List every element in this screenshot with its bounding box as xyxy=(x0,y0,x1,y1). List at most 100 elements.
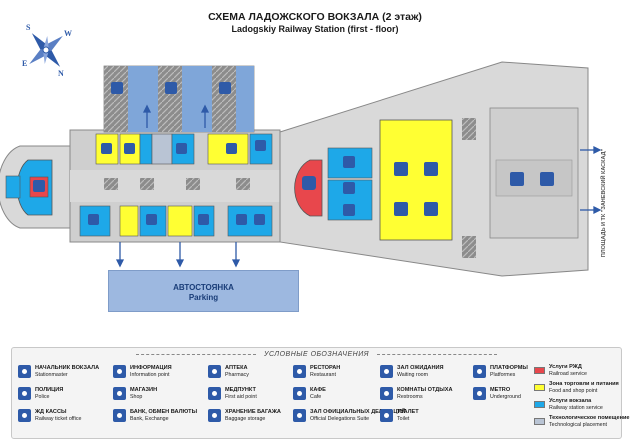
legend-item-label-en: Underground xyxy=(490,394,521,400)
platforms-icon xyxy=(473,365,486,378)
east-icon-1 xyxy=(343,156,355,168)
legend-item-label-ru: АПТЕКА xyxy=(225,365,248,371)
platforms-icon-3 xyxy=(219,82,231,94)
street-label: ПЛОЩАДЬ И ТК "ЗАНЕВСКИЙ КАСКАД" xyxy=(596,138,612,278)
zone-swatch xyxy=(534,418,545,425)
west-side-room xyxy=(5,175,21,199)
south-shop-1 xyxy=(119,205,139,237)
zone-label-en: Railroad service xyxy=(549,371,587,377)
legend-item-label-en: Toilet xyxy=(397,416,410,422)
south-shop-2 xyxy=(167,205,193,237)
parking-label-en: Parking xyxy=(188,293,219,302)
legend-item-label-en: Railway ticket office xyxy=(35,416,82,422)
legend-item-label-ru: МЕДПУНКТ xyxy=(225,387,256,393)
zone-swatch xyxy=(534,367,545,374)
compass-e: E xyxy=(22,59,27,68)
shop-icon xyxy=(113,387,126,400)
icon-s-4 xyxy=(236,214,247,225)
legend-item-label-ru: METRO xyxy=(490,387,511,393)
metro-icon-2 xyxy=(540,172,554,186)
metro-hall-inner xyxy=(495,159,573,197)
legend-item-label-ru: ЗАЛ ОЖИДАНИЯ xyxy=(397,365,444,371)
zone-label-ru: Зона торговли и питания xyxy=(549,381,619,387)
east-icon-2 xyxy=(343,182,355,194)
restaurant-icon xyxy=(293,365,306,378)
police-icon xyxy=(18,387,31,400)
legend-item-label-en: Restrooms xyxy=(397,394,423,400)
compass-w: W xyxy=(64,29,72,38)
legend-item-label-ru: ПОЛИЦИЯ xyxy=(35,387,64,393)
compass-s: S xyxy=(26,23,31,32)
bank-icon xyxy=(113,409,126,422)
west-info-icon xyxy=(33,180,45,192)
east-stair-1 xyxy=(462,118,476,140)
east-info-icon xyxy=(302,176,316,190)
stair-north-2 xyxy=(186,178,200,190)
waiting-room-icon xyxy=(380,365,393,378)
icon-s-2 xyxy=(146,214,157,225)
legend-item-label-ru: ТУАЛЕТ xyxy=(397,409,419,415)
first-aid-icon xyxy=(208,387,221,400)
legend-item-label-en: Baggage storage xyxy=(225,416,266,422)
icon-n-4 xyxy=(226,143,237,154)
icon-n-3 xyxy=(176,143,187,154)
platform-track-5 xyxy=(212,66,236,132)
legend-item-label-en: Shop xyxy=(130,394,143,400)
legend-item-label-en: Police xyxy=(35,394,50,400)
toilet-icon xyxy=(380,409,393,422)
platforms-icon-2 xyxy=(165,82,177,94)
legend-item-label-ru: ЗАЛ ОФИЦИАЛЬНЫХ ДЕЛЕГАЦИЙ xyxy=(310,409,406,415)
food-icon-4 xyxy=(424,202,438,216)
zone-label-ru: Услуги РЖД xyxy=(549,364,582,370)
metro-icon xyxy=(473,387,486,400)
zone-swatch xyxy=(534,384,545,391)
legend-item-label-en: Cafe xyxy=(310,394,322,400)
legend-item-label-ru: ПЛАТФОРМЫ xyxy=(490,365,528,371)
legend-item-label-ru: БАНК, ОБМЕН ВАЛЮТЫ xyxy=(130,409,198,415)
legend-item-label-ru: КОМНАТЫ ОТДЫХА xyxy=(397,387,453,393)
restrooms-icon xyxy=(380,387,393,400)
legend-item-label-ru: РЕСТОРАН xyxy=(310,365,341,371)
baggage-icon xyxy=(208,409,221,422)
platform-track-4 xyxy=(182,66,212,132)
legend-item-label-ru: ХРАНЕНИЕ БАГАЖА xyxy=(225,409,281,415)
icon-n-5 xyxy=(255,140,266,151)
south-service-4 xyxy=(227,205,273,237)
legend-item-label-ru: ЖД КАССЫ xyxy=(35,409,67,415)
stair-north-4 xyxy=(104,178,118,190)
legend-item-label-en: First aid point xyxy=(225,394,257,400)
parking-label-ru: АВТОСТОЯНКА xyxy=(173,283,234,292)
food-court xyxy=(379,119,453,241)
stair-north-3 xyxy=(236,178,250,190)
legend-item-label-en: Stationmaster xyxy=(35,372,68,378)
cafe-icon xyxy=(293,387,306,400)
zone-label-en: Technological placement xyxy=(549,422,608,428)
ticket-office-icon xyxy=(18,409,31,422)
parking-area: АВТОСТОЯНКА Parking xyxy=(108,270,299,312)
zone-label-en: Railway station service xyxy=(549,405,603,411)
information-icon xyxy=(113,365,126,378)
zone-label-ru: Технологическое помещение xyxy=(549,415,630,421)
food-icon-1 xyxy=(394,162,408,176)
icon-n-1 xyxy=(101,143,112,154)
platforms-icon-1 xyxy=(111,82,123,94)
east-icon-3 xyxy=(343,204,355,216)
food-icon-2 xyxy=(424,162,438,176)
street-label-text: ПЛОЩАДЬ И ТК "ЗАНЕВСКИЙ КАСКАД" xyxy=(601,148,607,258)
legend-item-label-ru: ИНФОРМАЦИЯ xyxy=(130,365,172,371)
zone-swatch xyxy=(534,401,545,408)
legend-item-label-en: Bank, Exchange xyxy=(130,416,169,422)
stair-north-1 xyxy=(140,178,154,190)
compass-n: N xyxy=(58,69,64,78)
legend-item-label-en: Information point xyxy=(130,372,170,378)
platform-track-2 xyxy=(128,66,158,132)
compass-rose-icon: S W E N xyxy=(22,23,72,78)
title-ru: СХЕМА ЛАДОЖСКОГО ВОКЗАЛА (2 этаж) xyxy=(208,11,422,23)
legend-item-label-ru: МАГАЗИН xyxy=(130,387,158,393)
food-icon-3 xyxy=(394,202,408,216)
legend-item-label-en: Platformes xyxy=(490,372,516,378)
pharmacy-icon xyxy=(208,365,221,378)
icon-s-3 xyxy=(198,214,209,225)
